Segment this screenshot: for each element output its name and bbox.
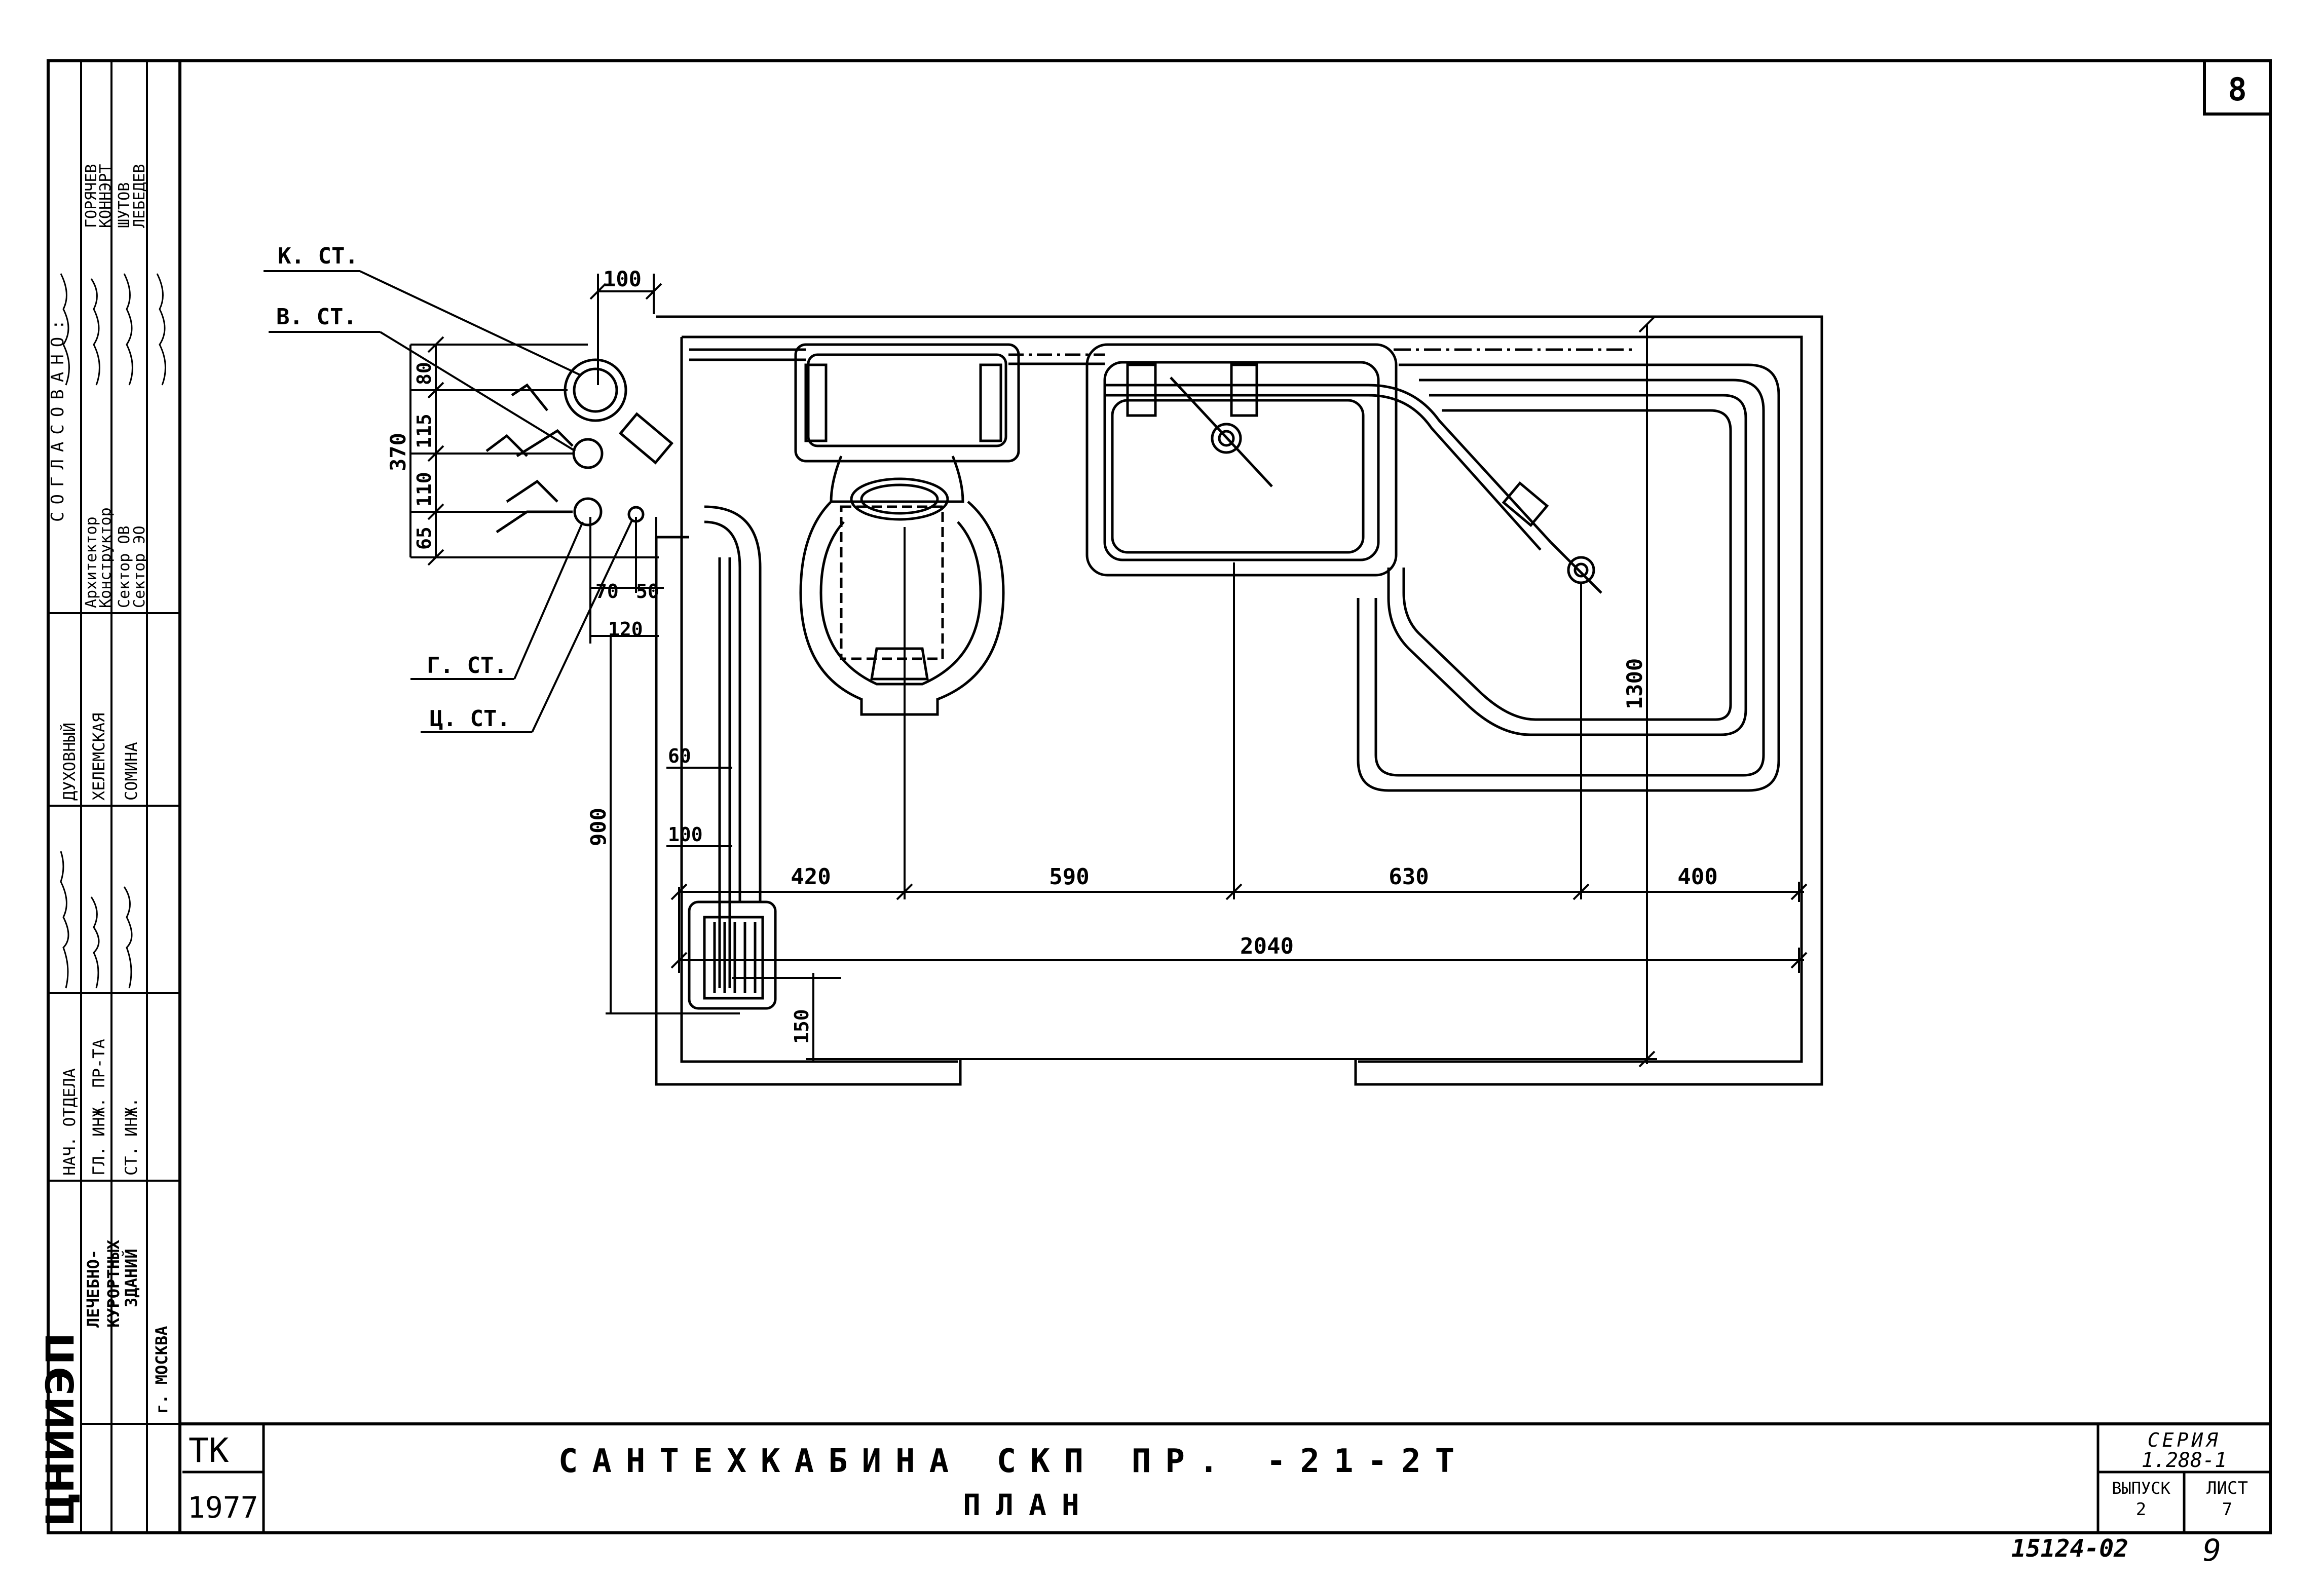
dim-span-630: 630 bbox=[1389, 864, 1429, 890]
stamp-role-3: СТ. ИНЖ. bbox=[122, 1098, 141, 1176]
sheet-frame bbox=[47, 59, 2272, 1534]
dim-riser-80: 80 bbox=[413, 362, 435, 385]
stamp-agreed-header: СОГЛАСОВАНО: bbox=[48, 312, 68, 522]
dim-riser-115: 115 bbox=[413, 413, 435, 448]
cabin-inner-wall bbox=[680, 335, 1803, 1063]
dim-small-120: 120 bbox=[608, 618, 643, 640]
dim-span-400: 400 bbox=[1677, 864, 1717, 890]
series-label: СЕРИЯ bbox=[2148, 1429, 2221, 1451]
drawing-subtitle: ПЛАН bbox=[963, 1488, 1095, 1522]
stamp-agreed-role-4: Сектор ЭО bbox=[131, 525, 148, 608]
stamp-year: 1977 bbox=[188, 1490, 258, 1525]
dim-bottom-150: 150 bbox=[791, 1009, 813, 1044]
stamp-role-1: НАЧ. ОТДЕЛА bbox=[60, 1068, 79, 1176]
dim-total-2040: 2040 bbox=[1240, 933, 1294, 959]
label-g-st: Г. СТ. bbox=[427, 653, 507, 679]
dim-left-100: 100 bbox=[668, 823, 703, 846]
dimension-lines bbox=[409, 274, 1804, 1064]
stamp-org-short: ЦНИИЭП bbox=[38, 1333, 83, 1525]
stamp-agreed-name-4: ЛЕБЕДЕВ bbox=[131, 164, 148, 228]
stamp-agreed-name-3: ШУТОВ bbox=[116, 182, 133, 228]
dim-left-60: 60 bbox=[668, 745, 691, 767]
dim-tub-1300: 1300 bbox=[1622, 658, 1647, 709]
cabin-outer-wall bbox=[655, 315, 1823, 1086]
title-block: ТК 1977 САНТЕХКАБИНА СКП ПР. -21-2Т ПЛАН… bbox=[182, 1424, 2270, 1533]
issue-label: ВЫПУСК bbox=[2112, 1479, 2170, 1498]
dim-span-590: 590 bbox=[1049, 864, 1089, 890]
dim-span-420: 420 bbox=[791, 864, 831, 890]
toilet bbox=[794, 343, 1020, 716]
stamp-code: ТК bbox=[189, 1431, 229, 1470]
stamp-name-2: ХЕЛЕМСКАЯ bbox=[89, 713, 108, 801]
callout-leaders bbox=[264, 270, 633, 733]
bathtub bbox=[1357, 363, 1780, 792]
drain-pipe bbox=[688, 505, 777, 1010]
page-number: 9 bbox=[2203, 1533, 2221, 1568]
supply-pipes bbox=[689, 348, 1632, 594]
label-k-st: К. СТ. bbox=[278, 243, 358, 269]
dim-top-100: 100 bbox=[603, 267, 642, 291]
side-stamp: ЦНИИЭП ЛЕЧЕБНО- КУРОРТНЫХ ЗДАНИЙ г. МОСК… bbox=[38, 61, 180, 1533]
stamp-agreed-name-2: КОННЭРТ bbox=[97, 164, 115, 228]
dim-riser-total: 370 bbox=[386, 433, 410, 471]
archive-number: 15124-02 bbox=[2011, 1534, 2128, 1563]
plan-drawing bbox=[264, 270, 1823, 1086]
callout-labels: К. СТ. В. СТ. Г. СТ. Ц. СТ. bbox=[276, 243, 510, 732]
risers bbox=[485, 358, 674, 534]
dim-small-70: 70 bbox=[595, 580, 619, 602]
stamp-org-line-3: ЗДАНИЙ bbox=[122, 1249, 141, 1307]
dimension-labels: 100 80 115 110 65 370 70 50 120 60 100 9… bbox=[386, 267, 1718, 1044]
label-ts-st: Ц. СТ. bbox=[430, 706, 510, 732]
dim-riser-65: 65 bbox=[413, 526, 435, 550]
drawing-title: САНТЕХКАБИНА СКП ПР. -21-2Т bbox=[558, 1443, 1469, 1480]
stamp-name-1: ДУХОВНЫЙ bbox=[60, 723, 79, 801]
dim-small-50: 50 bbox=[636, 580, 659, 602]
stamp-org-line-1: ЛЕЧЕБНО- bbox=[84, 1250, 103, 1328]
sheet-label: ЛИСТ bbox=[2206, 1478, 2248, 1498]
dim-riser-110: 110 bbox=[413, 472, 435, 507]
sheet-value: 7 bbox=[2222, 1499, 2232, 1520]
issue-value: 2 bbox=[2136, 1499, 2146, 1520]
signature-marks bbox=[60, 273, 166, 989]
label-v-st: В. СТ. bbox=[276, 304, 357, 330]
stamp-role-2: ГЛ. ИНЖ. ПР-ТА bbox=[89, 1039, 108, 1176]
stamp-name-3: СОМИНА bbox=[122, 742, 141, 801]
stamp-agreed-role-2: Конструктор bbox=[97, 507, 115, 608]
stamp-org-line-2: КУРОРТНЫХ bbox=[104, 1240, 123, 1328]
stamp-agreed-name-1: ГОРЯЧЕВ bbox=[83, 164, 100, 228]
stamp-agreed-role-3: Сектор ОВ bbox=[116, 525, 133, 608]
dim-left-900: 900 bbox=[586, 808, 611, 846]
series-value: 1.288-1 bbox=[2142, 1449, 2227, 1472]
washbasin bbox=[1085, 343, 1398, 577]
stamp-agreed-role-1: Архитектор bbox=[83, 516, 100, 608]
dimension-ticks bbox=[427, 283, 1808, 1068]
stamp-city: г. МОСКВА bbox=[152, 1326, 171, 1414]
sheet-number-box: 8 bbox=[2203, 59, 2272, 116]
sheet-number: 8 bbox=[2228, 71, 2246, 108]
